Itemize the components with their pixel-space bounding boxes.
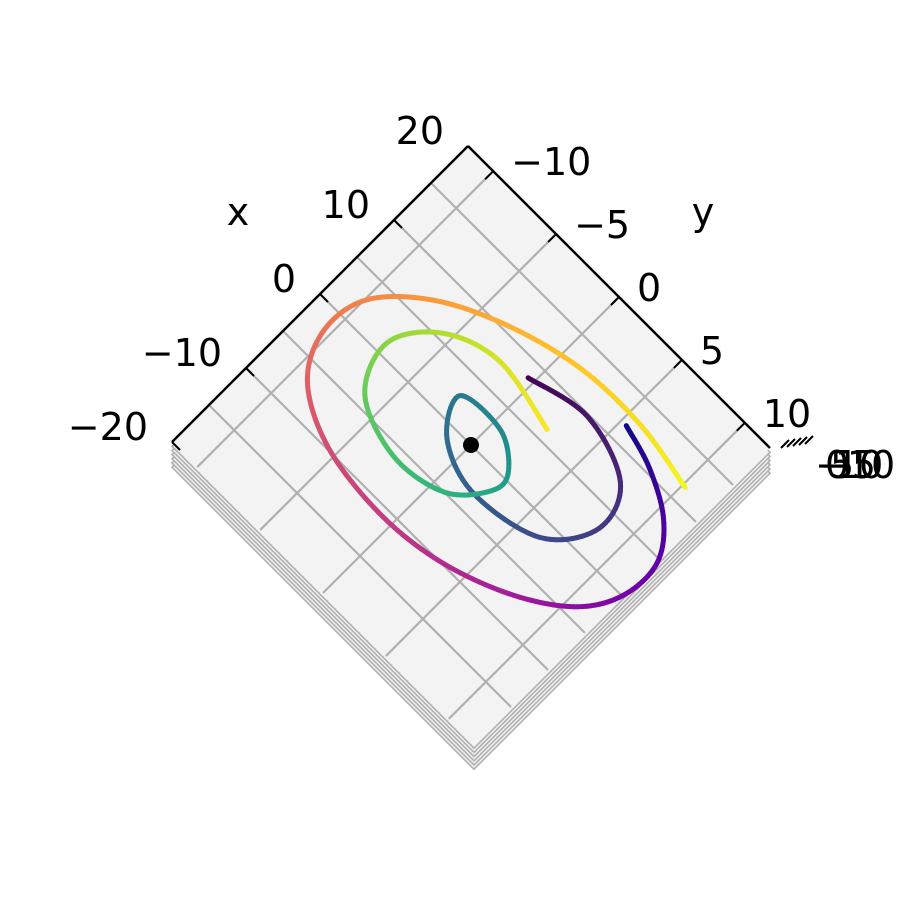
y-tick-label: 10 — [763, 392, 811, 436]
y-tick-mark — [736, 422, 746, 432]
x-tick-label: 0 — [272, 257, 296, 301]
x-tick-label: −20 — [68, 405, 148, 449]
grid-line — [259, 233, 557, 531]
y-axis-label: y — [692, 190, 715, 234]
x-tick-mark — [245, 367, 255, 377]
z-tick-label: −10 — [815, 443, 895, 487]
z-tick-mark — [792, 437, 802, 447]
orbit-segment — [542, 423, 550, 432]
y-tick-mark — [484, 170, 494, 180]
orbit-segment — [680, 482, 688, 491]
x-tick-mark — [319, 293, 329, 303]
y-tick-label: −5 — [574, 203, 630, 247]
x-tick-label: 10 — [322, 183, 370, 227]
grid-line — [196, 170, 494, 468]
z-tick-mark — [780, 439, 790, 449]
orbit-series-2 — [362, 329, 624, 543]
grid-line — [448, 422, 746, 720]
z-tick-mark — [804, 435, 814, 445]
x-tick-label: −10 — [142, 331, 222, 375]
x-axis-label: x — [227, 190, 250, 234]
z-tick-mark — [786, 438, 796, 448]
z-tick-label: 10 — [835, 443, 883, 487]
y-tick-label: 5 — [700, 329, 724, 373]
x-tick-mark — [171, 441, 181, 451]
orbit-series-1 — [304, 293, 688, 610]
z-tick-label: 5 — [830, 443, 854, 487]
y-axis-ticks: −10 −505 10 — [484, 140, 811, 436]
center-point — [463, 437, 479, 453]
x-tick-mark — [393, 219, 403, 229]
x-axis-ticks: −20 −10 0 10 20 — [68, 109, 477, 451]
y-tick-mark — [547, 233, 557, 243]
y-tick-mark — [673, 359, 683, 369]
grid-line — [385, 359, 683, 657]
y-tick-label: −10 — [511, 140, 591, 184]
x-tick-mark — [467, 145, 477, 155]
z-tick-mark — [798, 436, 808, 446]
orbit-curves — [304, 293, 688, 610]
x-tick-label: 20 — [396, 109, 444, 153]
z-tick-label: −5 — [820, 443, 876, 487]
y-tick-mark — [610, 296, 620, 306]
y-tick-label: 0 — [637, 266, 661, 310]
z-tick-label: 0 — [825, 443, 849, 487]
